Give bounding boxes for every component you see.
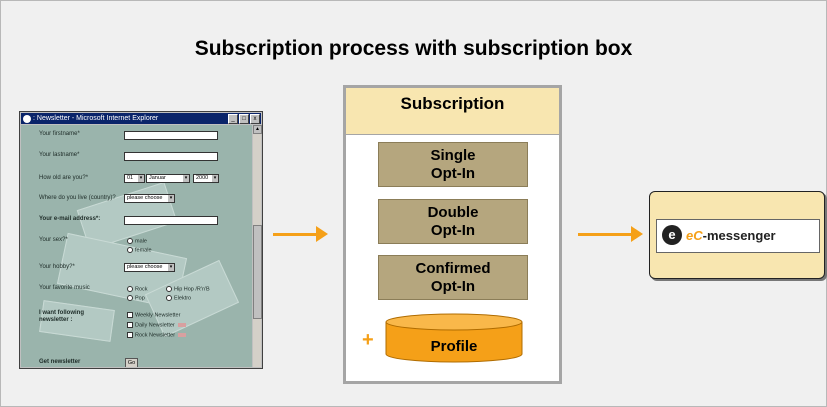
rock-newsletter-checkbox[interactable]: [127, 332, 133, 338]
daily-newsletter-checkbox[interactable]: [127, 322, 133, 328]
confirmed-opt-in-line1: Confirmed: [415, 259, 491, 277]
confirmed-opt-in-line2: Opt-In: [430, 277, 476, 295]
lastname-label: Your lastname*: [39, 152, 80, 158]
music-hiphop-label: Hip Hop /R'n'B: [174, 286, 210, 293]
new-badge-icon: [178, 333, 187, 337]
music-label: Your favorite music: [39, 285, 90, 291]
sex-male-radio[interactable]: [127, 238, 133, 244]
weekly-newsletter-label: Weekly Newsletter: [135, 312, 181, 319]
double-opt-in-line1: Double: [427, 203, 479, 221]
lastname-input[interactable]: [124, 152, 218, 161]
arrow-form-to-subscription: [273, 226, 328, 242]
scroll-up-arrow-icon[interactable]: ▲: [253, 125, 262, 134]
ec-logo-suffix: -messenger: [702, 228, 776, 243]
maximize-button[interactable]: □: [239, 114, 249, 124]
music-elektro-radio[interactable]: [166, 295, 172, 301]
country-label: Where do you live (country)?: [39, 195, 116, 201]
firstname-label: Your firstname*: [39, 131, 80, 137]
weekly-newsletter-checkbox[interactable]: [127, 312, 133, 318]
age-label: How old are you?*: [39, 175, 89, 181]
firstname-input[interactable]: [124, 131, 218, 140]
music-hiphop-radio[interactable]: [166, 286, 172, 292]
sex-label: Your sex?*: [39, 237, 68, 243]
minimize-button[interactable]: _: [228, 114, 238, 124]
go-button[interactable]: Go: [125, 358, 138, 367]
sex-female-radio[interactable]: [127, 247, 133, 253]
get-newsletter-label: Get newsletter: [39, 359, 81, 365]
ec-logo-prefix: eC: [686, 228, 703, 243]
single-opt-in-line1: Single: [430, 146, 476, 164]
profile-database-icon: [385, 313, 523, 363]
email-label: Your e-mail address*:: [39, 216, 101, 222]
music-pop-label: Pop: [135, 295, 145, 302]
browser-titlebar: : Newsletter - Microsoft Internet Explor…: [21, 113, 261, 124]
music-elektro-label: Elektro: [174, 295, 192, 302]
close-button[interactable]: x: [250, 114, 260, 124]
newsletter-form: Your firstname* Your lastname* How old a…: [21, 125, 252, 367]
browser-title: : Newsletter - Microsoft Internet Explor…: [33, 115, 159, 122]
age-day-select[interactable]: 01: [124, 174, 145, 183]
ec-messenger-logo: e eC-messenger: [656, 219, 820, 253]
daily-newsletter-label: Daily Newsletter: [135, 322, 175, 329]
rock-newsletter-label: Rock Newsletter: [135, 332, 176, 339]
hobby-select[interactable]: please choose: [124, 263, 175, 272]
music-pop-radio[interactable]: [127, 295, 133, 301]
age-year-select[interactable]: 2000: [193, 174, 219, 183]
country-select[interactable]: please choose: [124, 194, 175, 203]
sex-male-label: male: [135, 238, 147, 245]
new-badge-icon: [177, 323, 186, 327]
plus-sign: +: [362, 329, 374, 351]
music-rock-radio[interactable]: [127, 286, 133, 292]
single-opt-in-line2: Opt-In: [430, 164, 476, 182]
sex-female-label: female: [135, 247, 152, 254]
profile-label: Profile: [430, 338, 478, 355]
arrow-subscription-to-ecmessenger: [578, 226, 643, 242]
ec-logo-circle-icon: e: [662, 225, 682, 245]
hobby-label: Your hobby?*: [39, 264, 75, 270]
newsletter-label-line2: newsletter :: [39, 317, 73, 323]
browser-scrollbar[interactable]: ▲: [253, 125, 262, 367]
newsletter-label-line1: I want following: [39, 310, 84, 316]
double-opt-in-line2: Opt-In: [430, 221, 476, 239]
subscription-header: Subscription: [346, 88, 559, 135]
browser-window: : Newsletter - Microsoft Internet Explor…: [19, 111, 263, 369]
email-input[interactable]: [124, 216, 218, 225]
ec-messenger-box: e eC-messenger: [649, 191, 825, 279]
ie-icon: [23, 114, 31, 123]
scroll-thumb[interactable]: [253, 225, 262, 319]
slide-title: Subscription process with subscription b…: [194, 37, 633, 60]
age-month-select[interactable]: Januar: [146, 174, 190, 183]
music-rock-label: Rock: [135, 286, 148, 293]
